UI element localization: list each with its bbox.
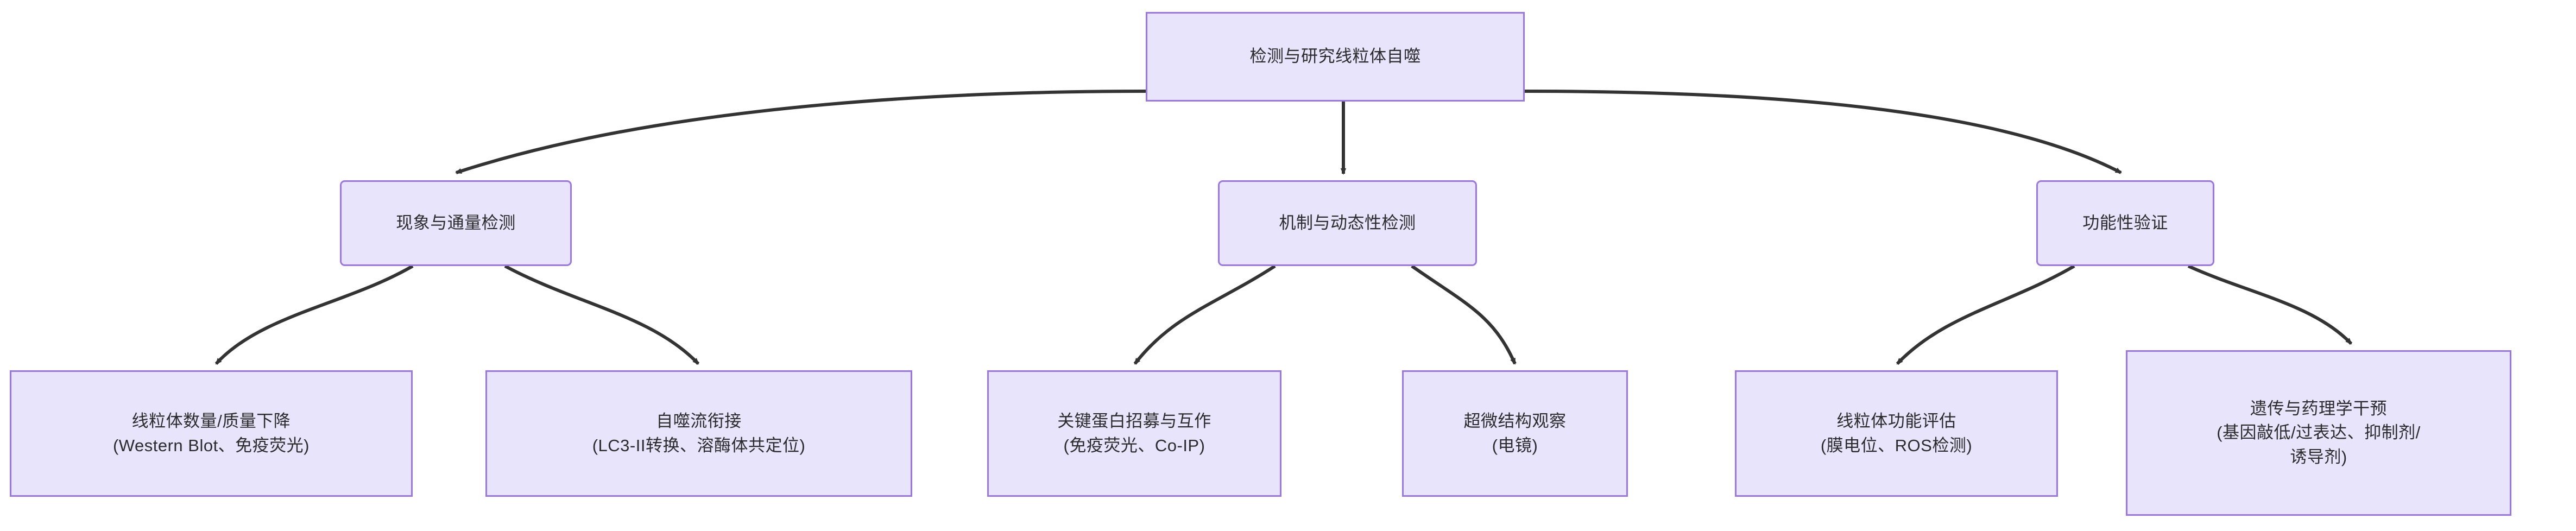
edge-branch3-leaf5 (1896, 264, 2075, 365)
node-leaf-ultrastructure[interactable]: 超微结构观察 (电镜) (1402, 370, 1628, 497)
edge-root-branch3 (1524, 90, 2122, 174)
node-leaf-genetic-pharmacological[interactable]: 遗传与药理学干预 (基因敲低/过表达、抑制剂/ 诱导剂) (2126, 350, 2511, 516)
node-branch3-label: 功能性验证 (2082, 213, 2168, 232)
node-leaf5-label: 线粒体功能评估 (膜电位、ROS检测) (1820, 412, 1973, 455)
node-branch-mechanism-dynamics[interactable]: 机制与动态性检测 (1218, 180, 1477, 266)
node-leaf1-label: 线粒体数量/质量下降 (Western Blot、免疫荧光) (112, 412, 310, 455)
node-branch1-label: 现象与通量检测 (396, 213, 516, 232)
edge-branch1-leaf1 (214, 264, 414, 365)
edge-branch2-leaf4 (1411, 264, 1517, 365)
node-root[interactable]: 检测与研究线粒体自噬 (1146, 12, 1525, 102)
node-leaf-autophagic-flux[interactable]: 自噬流衔接 (LC3-II转换、溶酶体共定位) (485, 370, 912, 497)
edge-root-branch1 (455, 90, 1146, 174)
node-leaf-mito-function[interactable]: 线粒体功能评估 (膜电位、ROS检测) (1735, 370, 2058, 497)
node-branch-phenomenon-flux[interactable]: 现象与通量检测 (340, 180, 572, 266)
edge-branch2-leaf3 (1133, 264, 1276, 365)
edge-branch3-leaf6 (2187, 264, 2353, 345)
node-leaf-mito-quantity-quality[interactable]: 线粒体数量/质量下降 (Western Blot、免疫荧光) (10, 370, 413, 497)
node-root-label: 检测与研究线粒体自噬 (1249, 47, 1421, 66)
node-branch-functional-validation[interactable]: 功能性验证 (2036, 180, 2214, 266)
node-leaf6-label: 遗传与药理学干预 (基因敲低/过表达、抑制剂/ 诱导剂) (2217, 399, 2421, 466)
node-leaf-protein-recruitment[interactable]: 关键蛋白招募与互作 (免疫荧光、Co-IP) (987, 370, 1281, 497)
node-leaf2-label: 自噬流衔接 (LC3-II转换、溶酶体共定位) (592, 412, 806, 455)
node-leaf4-label: 超微结构观察 (电镜) (1463, 412, 1567, 455)
edge-branch1-leaf2 (504, 264, 700, 365)
node-leaf3-label: 关键蛋白招募与互作 (免疫荧光、Co-IP) (1057, 412, 1211, 455)
node-branch2-label: 机制与动态性检测 (1279, 213, 1416, 232)
